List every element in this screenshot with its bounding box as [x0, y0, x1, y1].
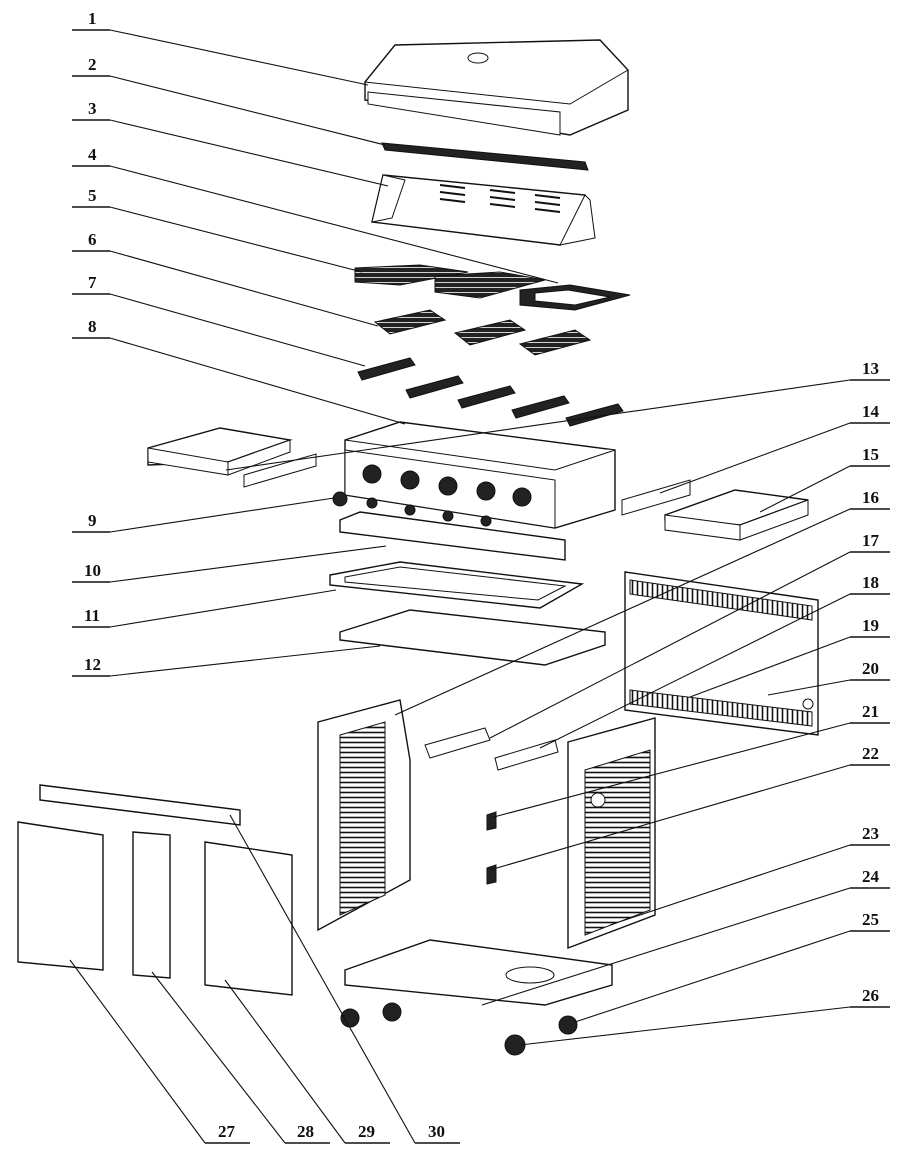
cabinet-base-part — [344, 939, 613, 1006]
cooking-grate-part — [354, 264, 546, 299]
heat-shield-part — [371, 174, 596, 246]
callout-25: 25 — [862, 910, 879, 929]
caster-wheel-part — [340, 1002, 578, 1056]
right-cabinet-panel-part — [567, 717, 656, 950]
left-cabinet-panel-part — [317, 699, 411, 932]
callout-6: 6 — [88, 230, 97, 249]
callout-10: 10 — [84, 561, 101, 580]
callout-21: 21 — [862, 702, 879, 721]
firebox-part — [344, 421, 616, 529]
callout-16: 16 — [862, 488, 879, 507]
right-side-shelf-part — [664, 489, 809, 541]
callout-24: 24 — [862, 867, 880, 886]
callout-2: 2 — [88, 55, 97, 74]
callout-29: 29 — [358, 1122, 375, 1141]
callout-8: 8 — [88, 317, 97, 336]
leader-lines — [69, 29, 890, 1144]
bottom-plate-part — [339, 609, 606, 666]
callout-1: 1 — [88, 9, 97, 28]
support-bracket-part — [424, 727, 559, 771]
callout-14: 14 — [862, 402, 880, 421]
callout-11: 11 — [84, 606, 100, 625]
middle-door-part — [132, 831, 171, 979]
control-panel-part — [339, 511, 566, 561]
callout-28: 28 — [297, 1122, 314, 1141]
left-door-part — [17, 821, 104, 971]
drip-tray-part — [329, 561, 585, 609]
callout-19: 19 — [862, 616, 879, 635]
callout-15: 15 — [862, 445, 879, 464]
callout-13: 13 — [862, 359, 879, 378]
callout-18: 18 — [862, 573, 879, 592]
callout-3: 3 — [88, 99, 97, 118]
callout-20: 20 — [862, 659, 879, 678]
callout-17: 17 — [862, 531, 880, 550]
lid-part — [364, 39, 629, 136]
callout-numbers: 1 2 3 4 5 6 7 8 9 10 11 12 13 14 15 16 1… — [84, 9, 880, 1141]
flame-tamer-part — [373, 309, 592, 356]
right-door-part — [204, 841, 293, 996]
callout-9: 9 — [88, 511, 97, 530]
callout-23: 23 — [862, 824, 879, 843]
warming-rack-part — [381, 142, 589, 171]
callout-4: 4 — [88, 145, 97, 164]
burner-tubes-part — [357, 357, 624, 427]
callout-22: 22 — [862, 744, 879, 763]
door-top-trim-part — [39, 784, 241, 826]
callout-12: 12 — [84, 655, 101, 674]
left-side-shelf-part — [147, 427, 317, 488]
callout-7: 7 — [88, 273, 97, 292]
callout-26: 26 — [862, 986, 879, 1005]
hinge-pin-part — [486, 811, 497, 885]
callout-27: 27 — [218, 1122, 236, 1141]
callout-30: 30 — [428, 1122, 445, 1141]
control-knob-part — [332, 491, 348, 507]
griddle-plate-part — [519, 284, 631, 311]
callout-5: 5 — [88, 186, 97, 205]
